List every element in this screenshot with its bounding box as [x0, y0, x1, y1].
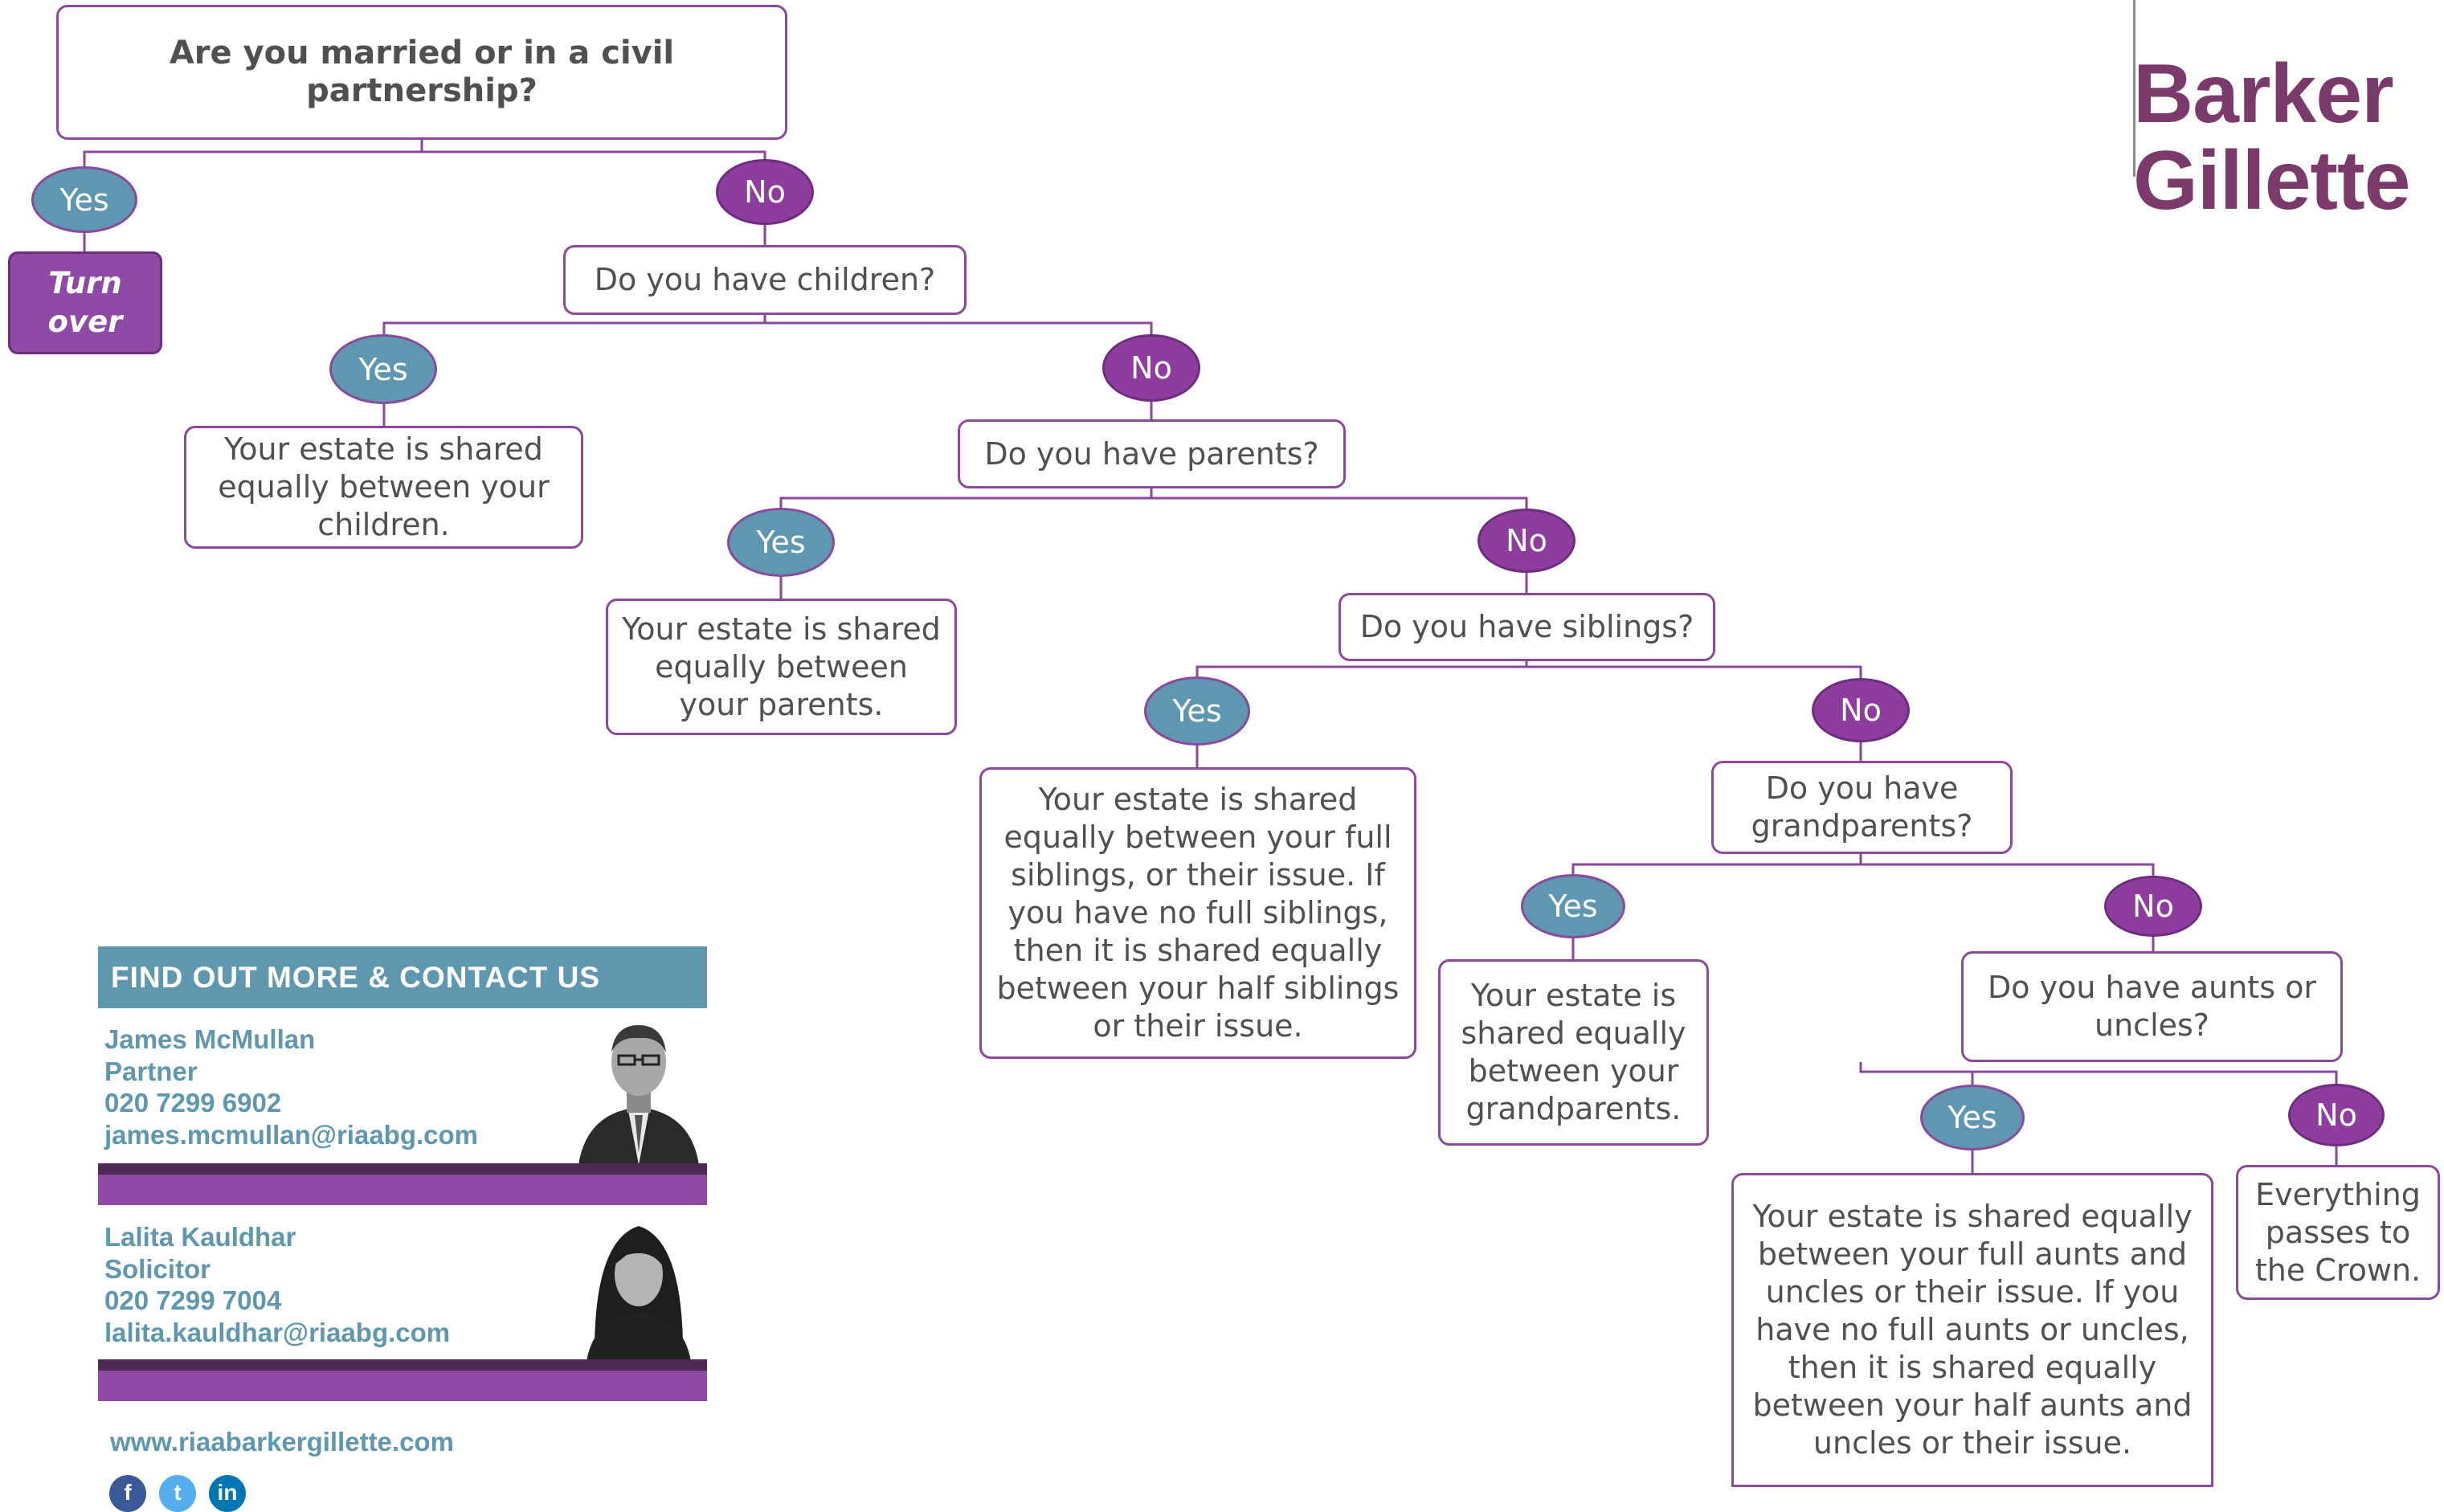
- answer-children-no: No: [1102, 334, 1200, 402]
- website-link[interactable]: www.riaabarkergillette.com: [110, 1427, 454, 1457]
- answer-aunts-yes: Yes: [1920, 1085, 2025, 1150]
- answer-parents-yes: Yes: [727, 508, 835, 577]
- divider-dark: [98, 1163, 707, 1175]
- answer-married-no: No: [716, 159, 814, 225]
- divider-purple: [98, 1371, 707, 1401]
- answer-children-yes: Yes: [329, 334, 437, 404]
- linkedin-icon[interactable]: in: [209, 1475, 246, 1512]
- answer-aunts-no: No: [2288, 1084, 2385, 1146]
- contact-phone[interactable]: 020 7299 7004: [104, 1285, 282, 1315]
- contact-photo-1: [570, 1012, 707, 1165]
- question-married: Are you married or in a civil partnershi…: [56, 5, 787, 140]
- question-aunts-uncles: Do you have aunts or uncles?: [1961, 951, 2343, 1062]
- answer-siblings-no: No: [1812, 678, 1910, 742]
- contact-role: Solicitor: [104, 1253, 211, 1284]
- result-crown: Everything passes to the Crown.: [2236, 1165, 2440, 1300]
- logo-divider: [2133, 0, 2135, 177]
- contact-name: Lalita Kauldhar: [104, 1222, 296, 1252]
- result-aunts-uncles: Your estate is shared equally between yo…: [1731, 1173, 2213, 1487]
- contact-photo-2: [570, 1208, 707, 1361]
- logo-line-barker: Barker: [2133, 47, 2394, 141]
- answer-grandparents-yes: Yes: [1521, 874, 1625, 938]
- question-grandparents: Do you have grandparents?: [1711, 761, 2013, 854]
- result-grandparents: Your estate is shared equally between yo…: [1438, 959, 1709, 1146]
- answer-married-yes: Yes: [31, 166, 137, 233]
- question-children: Do you have children?: [563, 245, 967, 315]
- answer-grandparents-no: No: [2104, 876, 2202, 937]
- result-children: Your estate is shared equally between yo…: [184, 426, 583, 549]
- question-siblings: Do you have siblings?: [1338, 593, 1715, 661]
- contact-role: Partner: [104, 1056, 198, 1086]
- facebook-icon[interactable]: f: [109, 1475, 146, 1512]
- contact-header: FIND OUT MORE & CONTACT US TODAY: [98, 946, 707, 1056]
- result-parents: Your estate is shared equally between yo…: [606, 599, 957, 735]
- contact-person-2: Lalita Kauldhar Solicitor 020 7299 7004 …: [104, 1221, 450, 1348]
- answer-parents-no: No: [1477, 509, 1576, 573]
- company-logo: Barker Gillette: [2133, 0, 2411, 227]
- divider-purple: [98, 1175, 707, 1205]
- contact-name: James McMullan: [104, 1024, 316, 1054]
- contact-person-1: James McMullan Partner 020 7299 6902 jam…: [104, 1024, 478, 1150]
- contact-email[interactable]: lalita.kauldhar@riaabg.com: [104, 1317, 451, 1347]
- turn-over-button[interactable]: Turn over: [8, 251, 162, 354]
- contact-phone[interactable]: 020 7299 6902: [104, 1088, 282, 1118]
- twitter-icon[interactable]: t: [159, 1475, 196, 1512]
- logo-line-gillette: Gillette: [2133, 134, 2411, 227]
- question-parents: Do you have parents?: [958, 419, 1346, 488]
- contact-email[interactable]: james.mcmullan@riaabg.com: [104, 1119, 479, 1150]
- divider-dark: [98, 1359, 707, 1371]
- result-siblings: Your estate is shared equally between yo…: [979, 767, 1416, 1059]
- answer-siblings-yes: Yes: [1144, 676, 1250, 746]
